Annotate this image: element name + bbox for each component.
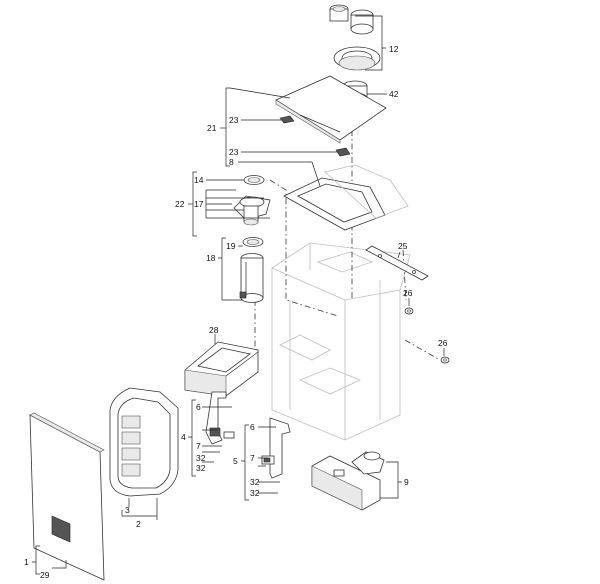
front-panel bbox=[29, 412, 105, 581]
label-32-right-a: 32 bbox=[250, 477, 260, 487]
clip-upper bbox=[279, 115, 295, 124]
label-25: 25 bbox=[398, 241, 408, 251]
label-2: 2 bbox=[136, 519, 141, 529]
label-5: 5 bbox=[233, 456, 238, 466]
label-3: 3 bbox=[125, 505, 130, 515]
top-cover-plate bbox=[275, 75, 387, 144]
label-7-right: 7 bbox=[250, 453, 255, 463]
seal-frame bbox=[283, 164, 409, 231]
chassis-frame bbox=[271, 242, 411, 441]
label-32-left-b: 32 bbox=[196, 463, 206, 473]
mounting-bracket bbox=[365, 245, 429, 281]
label-14: 14 bbox=[194, 175, 204, 185]
clip-lower bbox=[335, 147, 351, 157]
label-28: 28 bbox=[209, 325, 219, 335]
hydraulic-block bbox=[311, 451, 385, 511]
label-1: 1 bbox=[24, 557, 29, 567]
label-21: 21 bbox=[207, 123, 217, 133]
label-29: 29 bbox=[40, 570, 50, 580]
label-7-left: 7 bbox=[196, 441, 201, 451]
label-18: 18 bbox=[206, 253, 216, 263]
casing-body bbox=[109, 387, 179, 497]
flue-gasket-ring bbox=[333, 46, 381, 71]
washer-upper bbox=[404, 307, 414, 315]
flue-adapter bbox=[329, 4, 374, 35]
label-32-left-a: 32 bbox=[196, 453, 206, 463]
pipe-assembly-right bbox=[261, 417, 291, 479]
label-19: 19 bbox=[226, 241, 236, 251]
fan-top-ring bbox=[243, 175, 265, 185]
label-9: 9 bbox=[404, 477, 409, 487]
assembly-axes bbox=[254, 130, 441, 361]
callout-labels: 12 42 21 23 23 8 14 22 17 19 18 25 26 26… bbox=[24, 44, 448, 580]
pipe-assembly-left bbox=[205, 391, 235, 445]
label-42: 42 bbox=[389, 89, 399, 99]
fan-lower-ring bbox=[242, 237, 264, 247]
label-12: 12 bbox=[389, 44, 399, 54]
label-23-lower: 23 bbox=[229, 147, 239, 157]
label-32-right-b: 32 bbox=[250, 488, 260, 498]
label-23-upper: 23 bbox=[229, 115, 239, 125]
label-22: 22 bbox=[175, 199, 185, 209]
burner-block bbox=[184, 341, 259, 397]
callout-lines bbox=[32, 15, 445, 575]
label-26-lower: 26 bbox=[438, 338, 448, 348]
label-8: 8 bbox=[229, 157, 234, 167]
label-6-left: 6 bbox=[196, 402, 201, 412]
label-17: 17 bbox=[194, 199, 204, 209]
label-26-upper: 26 bbox=[403, 288, 413, 298]
fan-housing bbox=[233, 195, 271, 226]
label-4: 4 bbox=[181, 432, 186, 442]
venturi-tube bbox=[239, 253, 264, 303]
washer-lower bbox=[440, 356, 450, 364]
label-6-right: 6 bbox=[250, 422, 255, 432]
